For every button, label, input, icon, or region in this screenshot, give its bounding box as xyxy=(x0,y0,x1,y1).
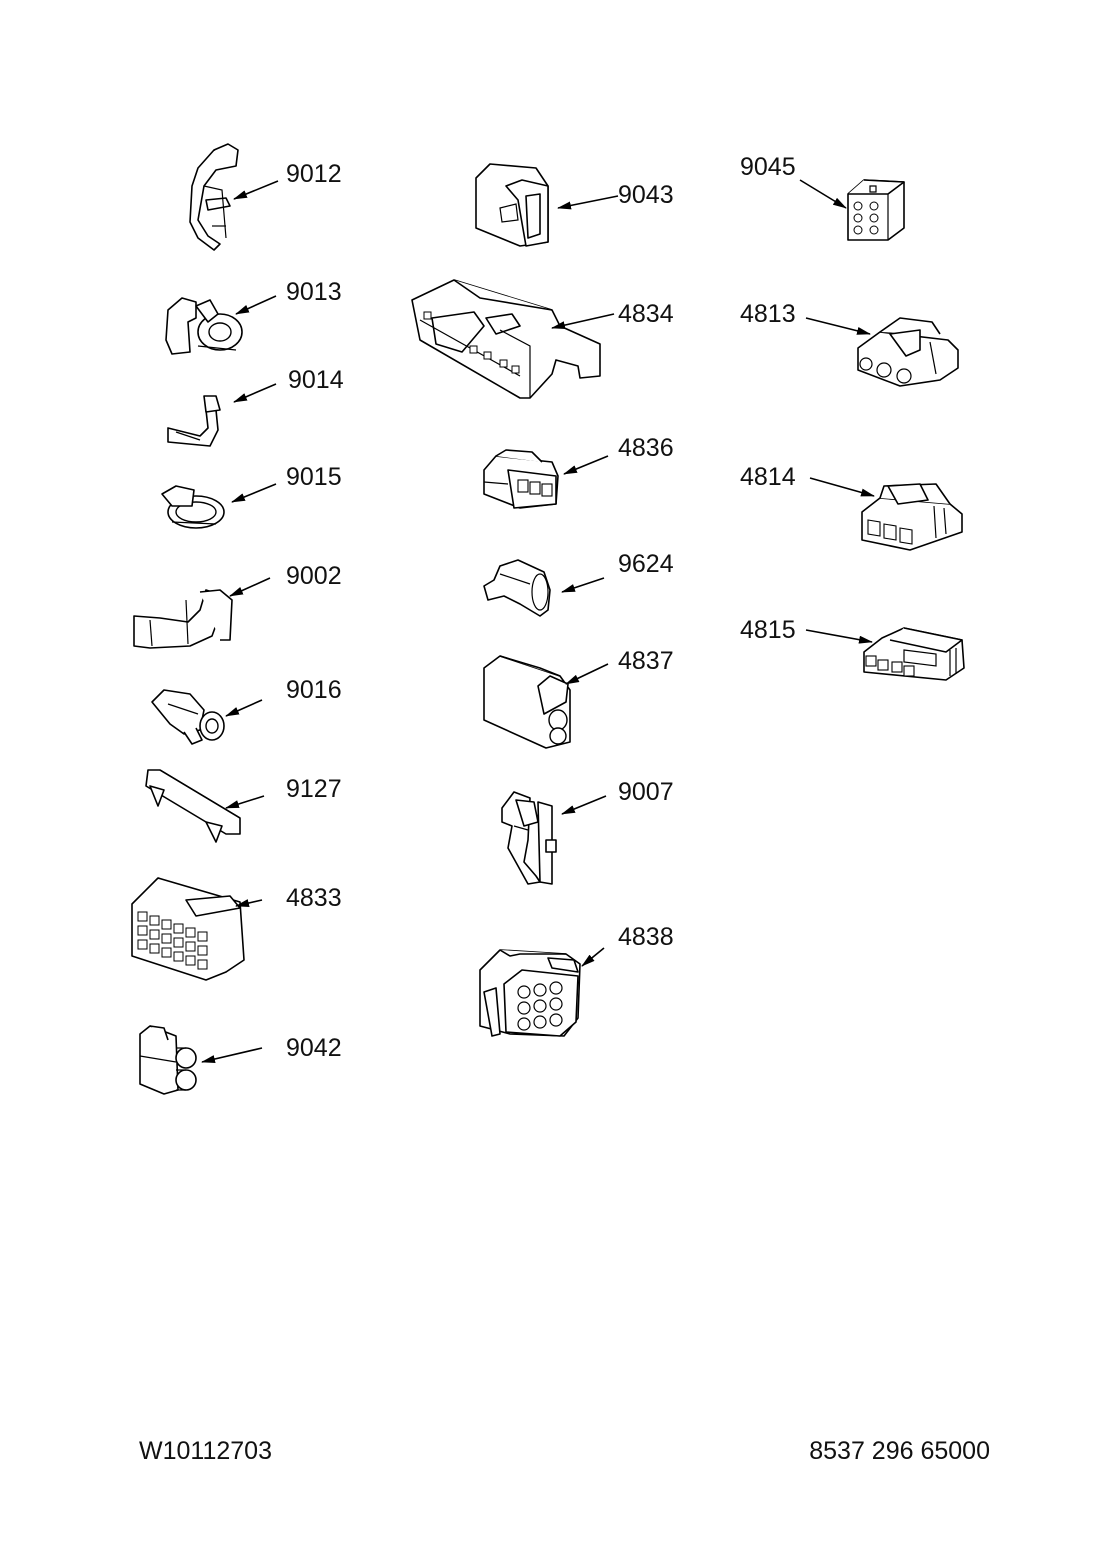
part-9013: 9013 xyxy=(165,278,342,355)
part-9007: 9007 xyxy=(501,778,674,885)
part-9002: 9002 xyxy=(133,562,342,649)
part-9042: 9042 xyxy=(139,1025,342,1095)
latch-connector-icon xyxy=(475,163,549,247)
part-4834: 4834 xyxy=(411,279,674,399)
bracket-clip-icon xyxy=(501,791,557,885)
part-label: 9127 xyxy=(286,775,342,803)
part-label: 9013 xyxy=(286,278,342,306)
mounting-strip-icon xyxy=(145,769,241,843)
part-9012: 9012 xyxy=(189,143,342,251)
harness-clip-icon xyxy=(189,143,239,251)
three-way-plug-icon xyxy=(857,317,959,387)
part-label: 4836 xyxy=(618,434,674,462)
push-mount-icon xyxy=(151,689,225,745)
part-label: 9624 xyxy=(618,550,674,578)
ring-clip-icon xyxy=(165,297,243,355)
two-cavity-housing-icon xyxy=(483,655,571,749)
part-label: 9002 xyxy=(286,562,342,590)
connector-rail-icon xyxy=(411,279,601,399)
part-4838: 4838 xyxy=(479,923,674,1037)
part-4836: 4836 xyxy=(483,434,674,509)
six-pin-block-icon xyxy=(847,179,905,241)
part-label: 9007 xyxy=(618,778,674,806)
part-9043: 9043 xyxy=(475,163,674,247)
part-label: 9045 xyxy=(740,153,796,181)
part-label: 4815 xyxy=(740,616,796,644)
part-9016: 9016 xyxy=(151,676,342,745)
part-4837: 4837 xyxy=(483,647,674,749)
three-way-receptacle-icon xyxy=(861,483,963,551)
sleeve-icon xyxy=(483,559,551,617)
part-9127: 9127 xyxy=(145,769,342,843)
part-4815: 4815 xyxy=(740,616,965,681)
part-9015: 9015 xyxy=(161,463,342,529)
part-label: 4834 xyxy=(618,300,674,328)
strap-clip-icon xyxy=(167,395,221,447)
part-4813: 4813 xyxy=(740,300,959,387)
part-label: 4833 xyxy=(286,884,342,912)
part-9045: 9045 xyxy=(740,153,905,241)
part-label: 4838 xyxy=(618,923,674,951)
part-label: 9015 xyxy=(286,463,342,491)
part-label: 4837 xyxy=(618,647,674,675)
part-label: 9042 xyxy=(286,1034,342,1062)
edge-connector-icon xyxy=(863,627,965,681)
small-housing-icon xyxy=(483,449,559,509)
part-label: 9043 xyxy=(618,181,674,209)
document-number: W10112703 xyxy=(139,1437,272,1465)
catalog-number: 8537 296 65000 xyxy=(809,1437,990,1465)
part-label: 9016 xyxy=(286,676,342,704)
pipe-clip-icon xyxy=(133,589,233,649)
cable-tie-icon xyxy=(161,485,225,529)
part-9014: 9014 xyxy=(167,366,344,447)
part-label: 4814 xyxy=(740,463,796,491)
part-label: 9012 xyxy=(286,160,342,188)
part-9624: 9624 xyxy=(483,550,674,617)
multi-pin-connector-icon xyxy=(131,877,245,981)
two-pin-plug-icon xyxy=(139,1025,197,1095)
part-label: 9014 xyxy=(288,366,344,394)
part-label: 4813 xyxy=(740,300,796,328)
part-4814: 4814 xyxy=(740,463,963,551)
part-4833: 4833 xyxy=(131,877,342,981)
nine-pin-housing-icon xyxy=(479,949,581,1037)
